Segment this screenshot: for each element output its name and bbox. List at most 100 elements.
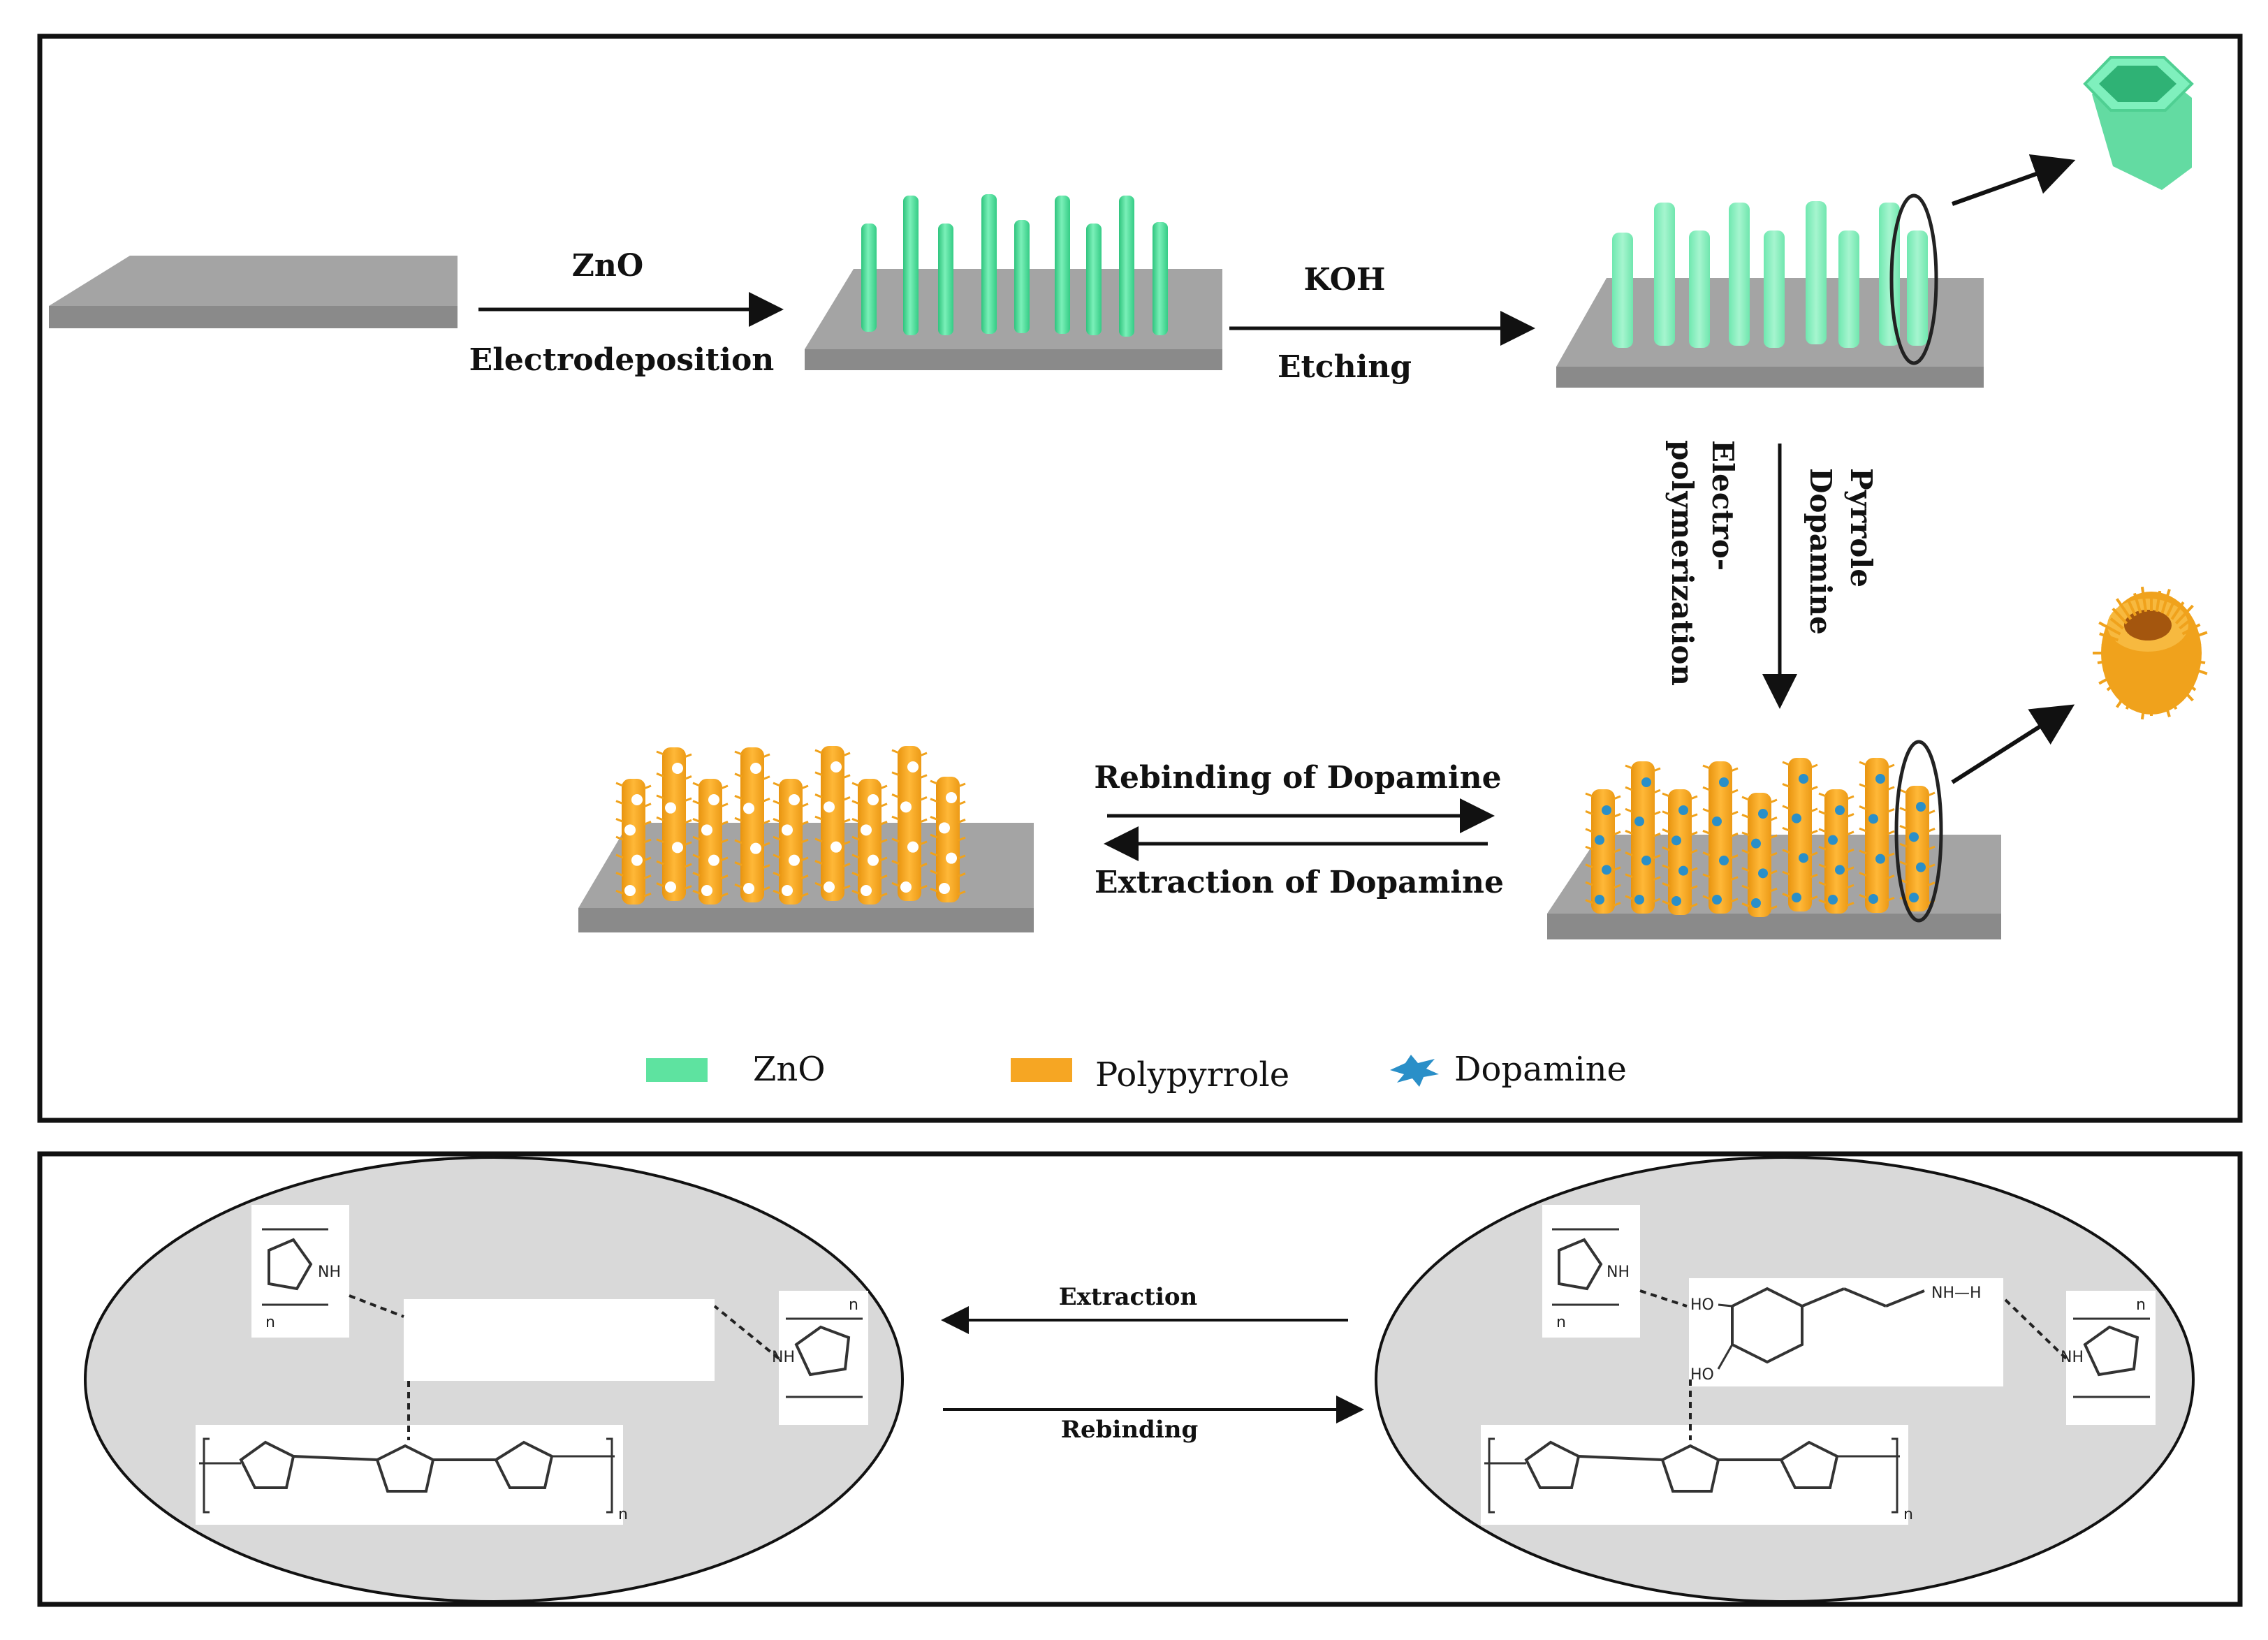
dopamine-molecule xyxy=(1719,777,1729,787)
ppy-fuzz xyxy=(2165,600,2176,617)
ppy-fuzz xyxy=(1585,881,1593,886)
dopamine-molecule xyxy=(1799,774,1808,784)
ppy-fuzz xyxy=(2179,617,2193,630)
ppy-fuzz xyxy=(891,837,900,843)
ppy-fuzz xyxy=(1782,826,1790,832)
ppy-rod xyxy=(1631,761,1655,914)
ppy-fuzz xyxy=(879,874,888,879)
ppy-fuzz xyxy=(643,874,652,879)
ppy-rod xyxy=(1591,789,1615,914)
dopamine-molecule xyxy=(1712,817,1722,826)
ppy-fuzz xyxy=(1653,876,1661,881)
ppy-rod xyxy=(1748,793,1771,917)
ppy-fuzz xyxy=(842,863,851,867)
ppy-fuzz xyxy=(1887,852,1895,858)
dopamine-molecule xyxy=(1828,895,1838,905)
ppy-fuzz xyxy=(1859,761,1867,766)
zno-tube xyxy=(1907,230,1928,346)
ppy-fuzz xyxy=(684,863,692,868)
dopamine-molecule xyxy=(1916,802,1926,812)
ppy-rod xyxy=(858,779,881,905)
imprinted-cavity xyxy=(824,881,835,893)
ppy-fuzz xyxy=(842,796,851,801)
svg-text:n: n xyxy=(265,1314,275,1331)
ppy-fuzz xyxy=(1818,792,1827,798)
svg-text:Electro-: Electro- xyxy=(1706,440,1740,571)
ppy-fuzz xyxy=(2132,592,2142,614)
label-rebinding: Rebinding xyxy=(1061,1416,1198,1444)
ppy-fuzz xyxy=(1769,870,1778,875)
ppy-fuzz xyxy=(1690,885,1698,890)
ppy-fuzz xyxy=(684,797,692,803)
ppy-fuzz xyxy=(2160,589,2171,614)
ppy-rod xyxy=(1709,761,1732,914)
ppy-fuzz xyxy=(1846,813,1854,818)
ppy-fuzz xyxy=(1887,896,1895,902)
svg-text:HO: HO xyxy=(1690,1296,1714,1314)
zno-tube xyxy=(1654,203,1675,346)
imprinted-cavity xyxy=(708,854,719,866)
label-rebinding-dopamine: Rebinding of Dopamine xyxy=(1094,760,1501,796)
zno-rod xyxy=(1055,196,1070,334)
ppy-fuzz xyxy=(1702,807,1711,813)
ppy-fuzz xyxy=(1730,833,1739,837)
imprinted-cavity xyxy=(900,801,912,813)
mechanism-empty-cavity: NH n NH n n xyxy=(84,1156,904,1603)
imprinted-cavity xyxy=(831,841,842,853)
ppy-fuzz xyxy=(684,841,692,847)
ppy-fuzz xyxy=(1846,830,1854,836)
ppy-fuzz xyxy=(842,840,851,846)
ppy-rod xyxy=(662,747,686,901)
ppy-rod xyxy=(740,747,764,902)
ppy-fuzz xyxy=(1846,902,1854,907)
svg-text:NH: NH xyxy=(318,1264,341,1281)
ppy-rod xyxy=(936,777,960,902)
ppy-fuzz xyxy=(1741,902,1750,907)
ppy-fuzz xyxy=(1741,814,1750,819)
ppy-rod xyxy=(821,746,844,901)
ppy-fuzz xyxy=(615,800,624,805)
ppy-fuzz xyxy=(2125,689,2137,710)
dopamine-molecule xyxy=(1909,832,1919,842)
imprinted-cavity xyxy=(631,794,643,805)
ppy-fuzz xyxy=(879,838,888,844)
ppy-fuzz xyxy=(773,872,781,877)
imprinted-cavity xyxy=(750,763,761,774)
ppy-fuzz xyxy=(1769,851,1778,857)
ppy-fuzz xyxy=(1887,763,1895,769)
ppy-fuzz xyxy=(1859,805,1867,810)
imprinted-cavity xyxy=(672,842,683,854)
ppy-fuzz xyxy=(800,874,809,879)
ppy-fuzz xyxy=(684,775,692,780)
mechanism-bound-dopamine: NH n NH—H HO HO NH n n xyxy=(1375,1156,2195,1603)
svg-text:n: n xyxy=(849,1296,858,1314)
ppy-fuzz xyxy=(1818,899,1827,904)
ppy-fuzz xyxy=(851,889,860,895)
ppy-fuzz xyxy=(919,840,928,846)
ppy-fuzz xyxy=(1613,848,1621,854)
ppy-fuzz xyxy=(1625,895,1633,900)
dopamine-molecule xyxy=(1751,898,1761,908)
zno-rod xyxy=(938,224,953,335)
ppy-fuzz xyxy=(930,870,938,874)
ppy-fuzz xyxy=(814,771,823,777)
ppy-fuzz xyxy=(734,795,742,800)
ppy-fuzz xyxy=(692,872,701,877)
ppy-fuzz xyxy=(1887,808,1895,813)
ppy-fuzz xyxy=(692,854,701,859)
ppy-fuzz xyxy=(958,800,966,806)
ppy-fuzz xyxy=(814,881,823,887)
ppy-fuzz xyxy=(684,819,692,824)
ppy-fuzz xyxy=(879,803,888,808)
ppy-fuzz xyxy=(720,803,729,808)
ppy-fuzz xyxy=(692,818,701,823)
dopamine-molecule xyxy=(1678,805,1688,815)
ppy-fuzz xyxy=(1662,828,1670,833)
ppy-fuzz xyxy=(1887,830,1895,835)
ppy-fuzz xyxy=(615,835,624,841)
ppy-fuzz xyxy=(958,854,966,860)
ppy-fuzz xyxy=(1653,898,1661,903)
arrow-zoom-ppy xyxy=(1951,704,2075,784)
ppy-fuzz xyxy=(930,833,938,839)
